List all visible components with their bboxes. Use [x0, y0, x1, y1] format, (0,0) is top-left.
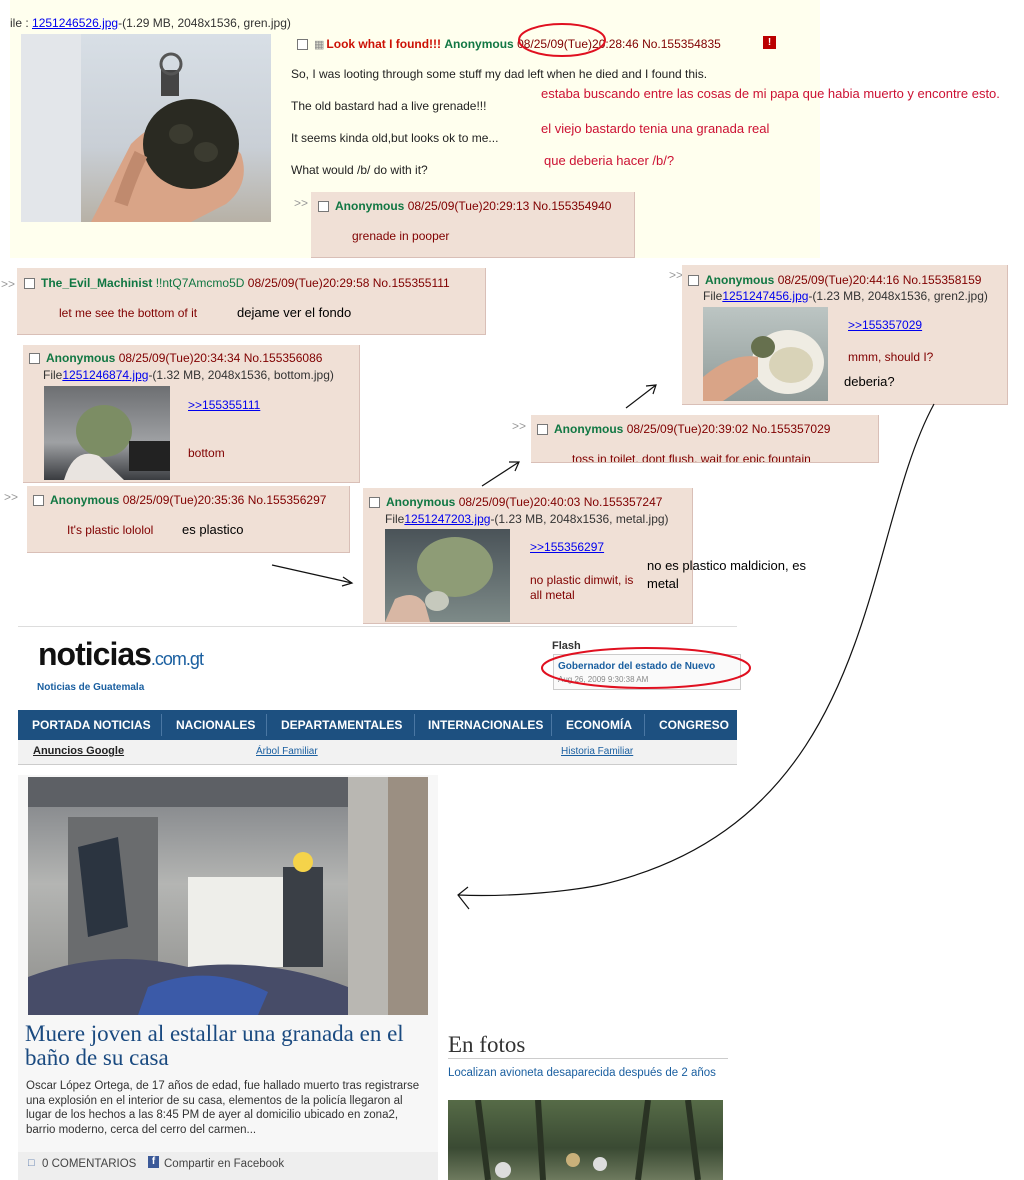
- news-logo[interactable]: noticias.com.gt: [38, 636, 204, 672]
- comments-link[interactable]: 0 COMENTARIOS: [42, 1158, 137, 1170]
- news-nav: PORTADA NOTICIAS NACIONALES DEPARTAMENTA…: [18, 710, 737, 740]
- comment-icon: □: [28, 1157, 35, 1169]
- op-file-info: ile : 1251246526.jpg-(1.29 MB, 2048x1536…: [10, 16, 291, 30]
- arrow-plastic-to-metal: [271, 564, 353, 584]
- photos-thumbnail[interactable]: [448, 1100, 723, 1180]
- op-icon: ▦: [314, 39, 325, 51]
- news-logo-subtitle: Noticias de Guatemala: [37, 682, 145, 693]
- reply-155357247: Anonymous 08/25/09(Tue)20:40:03 No.15535…: [363, 488, 693, 624]
- facebook-icon: f: [148, 1156, 159, 1168]
- translation-3: que deberia hacer /b/?: [544, 153, 675, 168]
- flash-label: Flash: [552, 640, 581, 652]
- ads-label[interactable]: Anuncios Google: [33, 745, 125, 757]
- nav-economia[interactable]: ECONOMÍA: [566, 718, 632, 732]
- file-link[interactable]: 1251247203.jpg: [404, 512, 491, 526]
- story-summary: Oscar López Ortega, de 17 años de edad, …: [26, 1080, 420, 1136]
- reply-155357029: Anonymous 08/25/09(Tue)20:39:02 No.15535…: [531, 415, 879, 463]
- nav-internacionales[interactable]: INTERNACIONALES: [428, 718, 544, 732]
- file-link[interactable]: 1251247456.jpg: [722, 289, 809, 303]
- op-thumbnail[interactable]: [21, 34, 271, 222]
- reply-arrows: >>: [294, 196, 309, 210]
- reply-155354940: Anonymous 08/25/09(Tue)20:29:13 No.15535…: [311, 192, 635, 258]
- arrow-to-news: [457, 403, 935, 897]
- op-header: ▦Look what I found!!! Anonymous 08/25/09…: [297, 37, 721, 51]
- reply-155356086: Anonymous 08/25/09(Tue)20:34:34 No.15535…: [23, 345, 360, 483]
- grenade-hand-image: [21, 34, 244, 222]
- translation-1: estaba buscando entre las cosas de mi pa…: [541, 86, 1000, 101]
- op-line-3: It seems kinda old,but looks ok to me...: [291, 131, 499, 145]
- metal-thumbnail[interactable]: [385, 529, 510, 622]
- translation-metal-2: metal: [647, 576, 679, 591]
- explosion-photo[interactable]: [28, 777, 428, 1015]
- reply-message: grenade in pooper: [352, 229, 450, 243]
- photos-caption[interactable]: Localizan avioneta desaparecida después …: [448, 1067, 716, 1079]
- translation-2: el viejo bastardo tenia una granada real: [541, 121, 770, 136]
- photos-title: En fotos: [448, 1032, 526, 1057]
- story-headline[interactable]: Muere joven al estallar una granada en e…: [25, 1021, 404, 1070]
- report-icon[interactable]: !: [763, 36, 776, 49]
- translation-metal-1: no es plastico maldicion, es: [647, 558, 806, 573]
- op-file-link[interactable]: 1251246526.jpg: [32, 16, 119, 30]
- toilet-thumbnail[interactable]: [703, 307, 828, 401]
- file-link[interactable]: 1251246874.jpg: [62, 368, 149, 382]
- nav-congreso[interactable]: CONGRESO: [659, 718, 730, 732]
- op-line-4: What would /b/ do with it?: [291, 163, 428, 177]
- op-line-1: So, I was looting through some stuff my …: [291, 67, 708, 81]
- flash-circle-annotation: [541, 647, 751, 689]
- share-facebook-link[interactable]: Compartir en Facebook: [164, 1158, 285, 1170]
- op-line-2: The old bastard had a live grenade!!!: [291, 99, 487, 113]
- translation: deberia?: [844, 374, 895, 389]
- flash-headline[interactable]: Gobernador del estado de Nuevo: [558, 661, 716, 672]
- reply-155356297: Anonymous 08/25/09(Tue)20:35:36 No.15535…: [27, 486, 350, 553]
- datetime-circle-annotation: [518, 23, 606, 57]
- story-footer: □ 0 COMENTARIOS f Compartir en Facebook: [18, 1152, 438, 1180]
- reply-155358159: Anonymous 08/25/09(Tue)20:44:16 No.15535…: [682, 265, 1008, 405]
- op-subject: Look what I found!!!: [326, 37, 442, 51]
- quote-link[interactable]: >>155357029: [848, 318, 923, 332]
- reply-checkbox[interactable]: [318, 201, 329, 213]
- ad-link-1[interactable]: Árbol Familiar: [256, 746, 318, 757]
- op-checkbox[interactable]: [297, 39, 308, 51]
- ads-bar: Anuncios Google Árbol Familiar Historia …: [18, 740, 737, 765]
- nav-portada[interactable]: PORTADA NOTICIAS: [32, 718, 151, 732]
- nav-departamentales[interactable]: DEPARTAMENTALES: [281, 718, 403, 732]
- bottom-thumbnail[interactable]: [44, 386, 170, 480]
- flash-date: Aug 26, 2009 9:30:38 AM: [558, 675, 649, 684]
- op-datetime: 08/25/09(Tue)20:28:46: [517, 37, 639, 51]
- op-name: Anonymous: [444, 37, 514, 51]
- arrow-toilet-to-gren2: [625, 384, 657, 409]
- quote-link[interactable]: >>155355111: [188, 398, 261, 412]
- op-postno[interactable]: No.155354835: [642, 37, 721, 51]
- ad-link-2[interactable]: Historia Familiar: [561, 746, 634, 757]
- translation: es plastico: [182, 522, 244, 537]
- translation: dejame ver el fondo: [237, 305, 352, 320]
- nav-nacionales[interactable]: NACIONALES: [176, 718, 256, 732]
- arrow-metal-to-toilet: [481, 461, 520, 487]
- reply-155355111: The_Evil_Machinist !!ntQ7Amcmo5D 08/25/0…: [17, 268, 486, 335]
- quote-link[interactable]: >>155356297: [530, 540, 605, 554]
